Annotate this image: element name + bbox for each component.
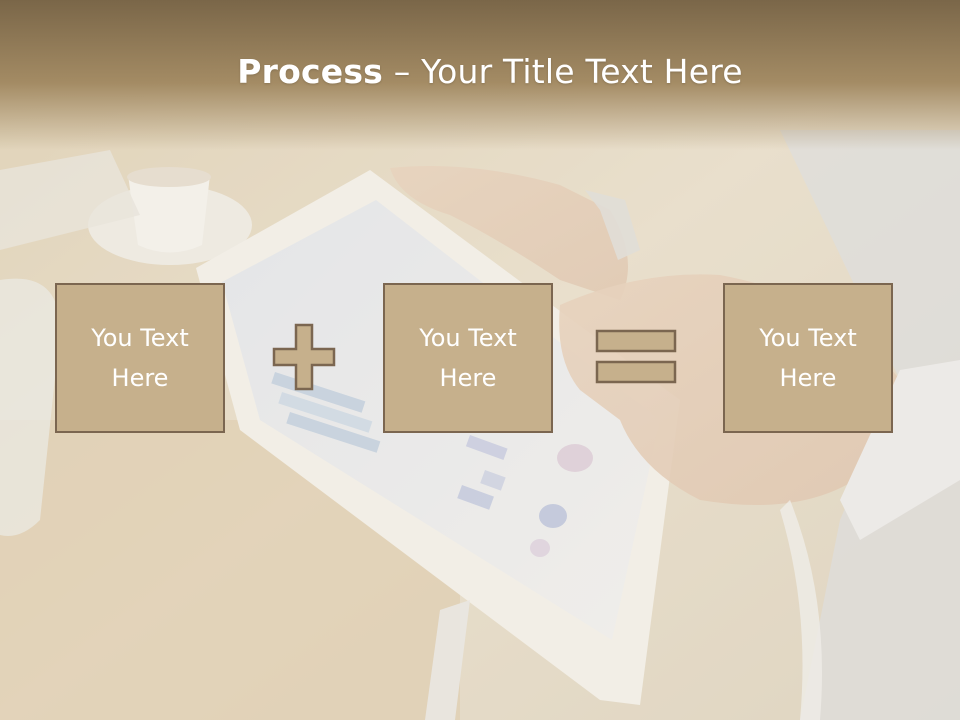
process-box-1[interactable]: You Text Here: [55, 283, 225, 433]
slide-title: Process – Your Title Text Here: [0, 52, 960, 91]
process-box-2[interactable]: You Text Here: [383, 283, 553, 433]
title-rest: – Your Title Text Here: [383, 52, 743, 91]
process-box-3-text: You Text Here: [759, 324, 857, 392]
plus-icon: [272, 323, 336, 391]
title-band: [0, 0, 960, 150]
equals-icon: [595, 329, 677, 384]
process-box-2-text: You Text Here: [419, 324, 517, 392]
process-box-3[interactable]: You Text Here: [723, 283, 893, 433]
title-bold: Process: [237, 52, 384, 91]
process-box-1-text: You Text Here: [91, 324, 189, 392]
